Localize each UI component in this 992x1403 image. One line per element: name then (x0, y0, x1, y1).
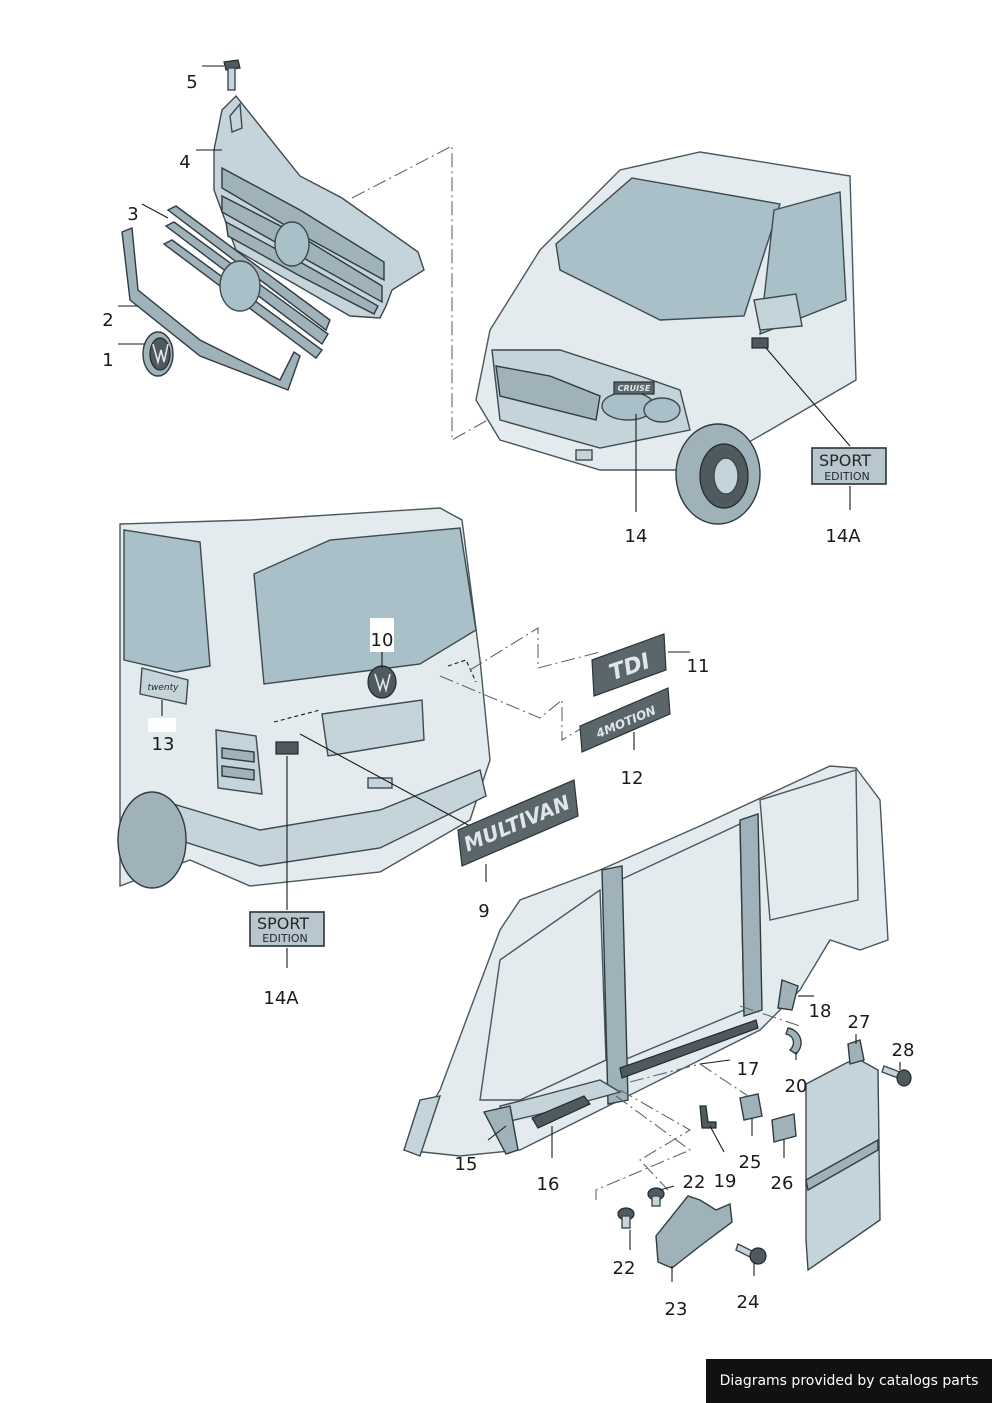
callout-23: 23 (665, 1299, 688, 1320)
label-13-backing (148, 718, 176, 732)
callout-labels: 5 4 3 2 1 14 14A 10 11 13 12 9 14A 18 27… (102, 72, 914, 1320)
rear-vw-emblem-part-10[interactable] (367, 665, 397, 699)
side-link-line-c (619, 1089, 692, 1191)
sill-strip-part-16[interactable] (531, 1095, 591, 1129)
callout-22-upper: 22 (683, 1172, 706, 1193)
tdi-badge-part-11[interactable]: TDI (591, 633, 667, 697)
leader-lines (118, 65, 901, 1282)
side-trim-panel-edge (805, 1138, 879, 1192)
front-grille-assembly (121, 59, 425, 391)
sport-edition-line1: SPORT (819, 451, 871, 470)
callout-19: 19 (714, 1171, 737, 1192)
callout-14a-top: 14A (825, 526, 861, 547)
sport-edition-line1-bottom: SPORT (257, 914, 309, 933)
side-link-line-a (595, 1095, 692, 1200)
badge-link-line-upper (469, 627, 601, 671)
callout-9: 9 (478, 901, 489, 922)
callout-27: 27 (848, 1012, 871, 1033)
screw-part-5[interactable] (223, 59, 241, 91)
callout-15: 15 (455, 1154, 478, 1175)
vw-emblem-part-1[interactable] (142, 331, 174, 377)
sport-edition-line2: EDITION (824, 470, 870, 483)
callout-12: 12 (621, 768, 644, 789)
rocker-strip-part-17[interactable] (619, 1019, 759, 1079)
badge-link-line-lower (439, 675, 583, 741)
callout-16: 16 (537, 1174, 560, 1195)
callout-26: 26 (771, 1173, 794, 1194)
screw-part-28[interactable] (881, 1065, 912, 1087)
front-van-view: CRUISE (475, 151, 857, 525)
side-body-frame (402, 765, 889, 1157)
clip-part-20[interactable] (785, 1027, 802, 1055)
callout-22-lower: 22 (613, 1258, 636, 1279)
4motion-badge-part-12[interactable]: 4MOTION (579, 687, 671, 753)
cruise-badge-text: CRUISE (618, 384, 651, 393)
callout-5: 5 (186, 72, 197, 93)
callout-25: 25 (739, 1152, 762, 1173)
callout-3: 3 (127, 204, 138, 225)
bracket-part-19[interactable] (699, 1105, 717, 1129)
rear-van-view: twenty (117, 507, 491, 889)
clip-part-26[interactable] (771, 1113, 797, 1143)
multivan-link-line (299, 733, 471, 827)
mounting-bracket-part-23[interactable] (655, 1195, 733, 1269)
sport-edition-badge-top[interactable]: SPORT EDITION (811, 447, 887, 485)
catalog-credit: Diagrams provided by catalogs parts (706, 1359, 992, 1403)
callout-13: 13 (152, 734, 175, 755)
callout-14: 14 (625, 526, 648, 547)
callout-28: 28 (892, 1040, 915, 1061)
fastener-part-22-lower[interactable] (617, 1207, 635, 1229)
lower-grille-part-3[interactable] (162, 205, 331, 359)
callout-20: 20 (785, 1076, 808, 1097)
callout-4: 4 (179, 152, 190, 173)
callout-14a-bottom: 14A (263, 988, 299, 1009)
upper-grille-part-4[interactable] (213, 94, 425, 319)
callout-17: 17 (737, 1059, 760, 1080)
side-link-line-d (739, 1005, 801, 1027)
sport-edition-badge-bottom[interactable]: SPORT EDITION (249, 911, 325, 947)
callout-11: 11 (687, 656, 710, 677)
trim-piece-part-18[interactable] (777, 979, 799, 1011)
bolt-part-24[interactable] (735, 1243, 767, 1265)
sport-edition-line2-bottom: EDITION (262, 932, 308, 945)
twenty-badge-part-13[interactable]: twenty (139, 667, 189, 705)
cruise-badge: CRUISE (613, 381, 655, 395)
callout-18: 18 (809, 1001, 832, 1022)
callout-2: 2 (102, 310, 113, 331)
trim-strip-part-2[interactable] (121, 227, 301, 391)
callout-1: 1 (102, 350, 113, 371)
clip-part-25[interactable] (739, 1093, 763, 1121)
callout-24: 24 (737, 1292, 760, 1313)
label-10-backing (370, 618, 394, 652)
fastener-part-22-upper[interactable] (647, 1187, 665, 1207)
callout-10: 10 (371, 630, 394, 651)
twenty-badge-text: twenty (148, 683, 180, 693)
